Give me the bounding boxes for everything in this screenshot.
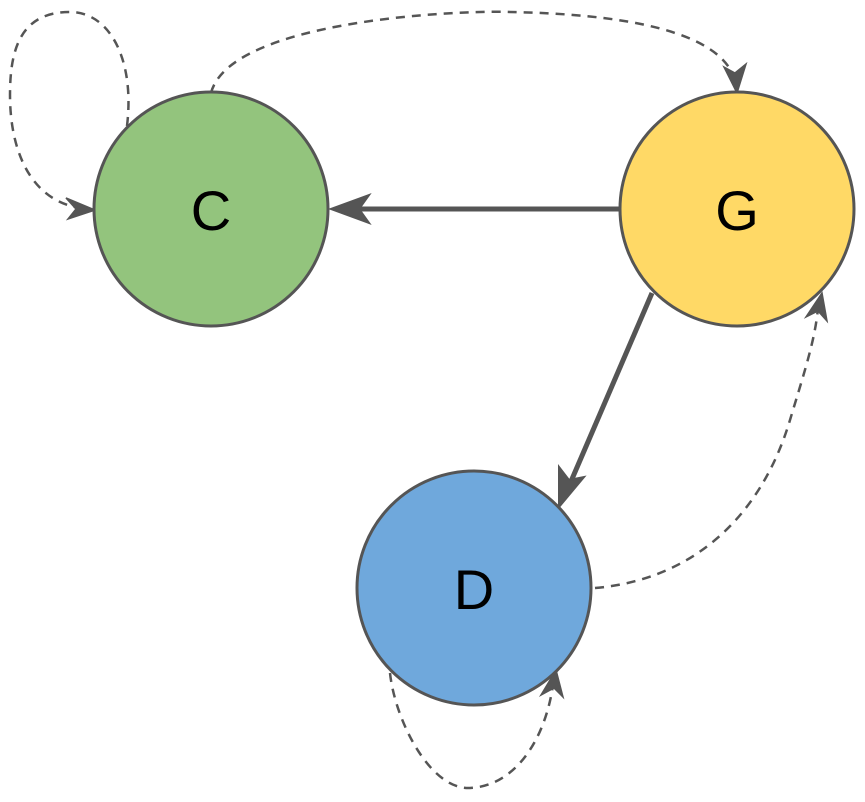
node-d-circle xyxy=(355,469,593,707)
arrowhead-c-to-g xyxy=(722,61,748,96)
arrowhead-g-to-c xyxy=(328,192,372,226)
arrowhead-d-to-g xyxy=(803,291,829,324)
edge-d-to-g xyxy=(594,291,829,590)
arrowhead-c-self-loop xyxy=(65,197,98,221)
arrowhead-g-to-d xyxy=(558,464,587,510)
node-c: C xyxy=(92,90,330,328)
node-d: D xyxy=(355,469,593,707)
node-g: G xyxy=(618,90,856,328)
node-g-label: G xyxy=(715,179,759,242)
arrowhead-d-self-loop xyxy=(538,668,565,700)
edge-d-self-loop xyxy=(388,668,565,790)
edge-g-to-d xyxy=(558,292,655,510)
node-c-circle xyxy=(92,90,330,328)
edge-g-to-c xyxy=(328,192,620,226)
edge-c-to-g xyxy=(209,10,748,96)
node-d-label: D xyxy=(454,558,494,621)
edge-c-self-loop xyxy=(8,10,130,221)
node-c-label: C xyxy=(191,179,231,242)
node-g-circle xyxy=(618,90,856,328)
